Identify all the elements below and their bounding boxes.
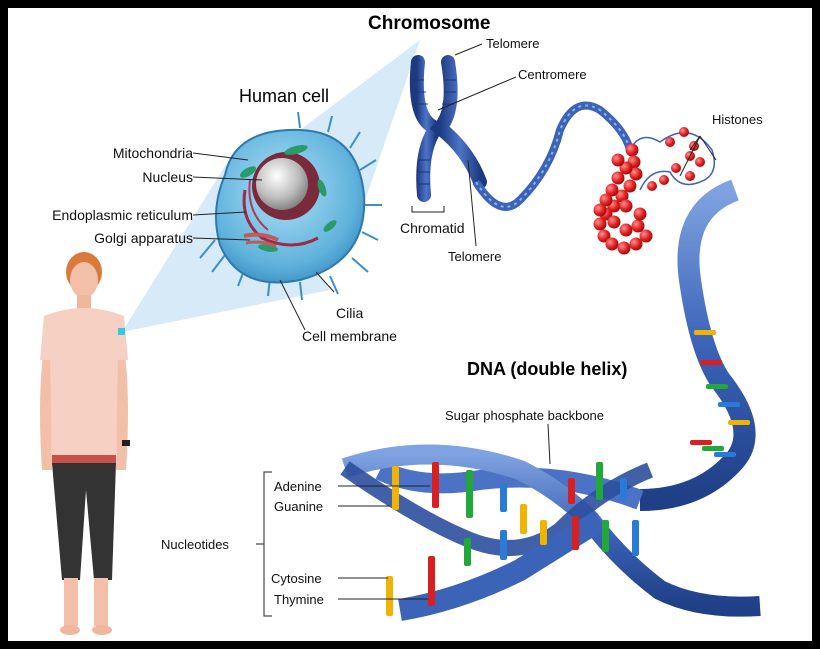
histone-bead — [597, 229, 611, 243]
base-pair — [500, 530, 507, 560]
base-pair — [466, 470, 473, 518]
histone-bead — [619, 199, 633, 213]
diagram-canvas: Chromosome Human cell DNA (double helix)… — [8, 8, 812, 641]
base-pair — [602, 520, 609, 552]
histone-bead — [639, 229, 653, 243]
histone-bead — [665, 137, 675, 147]
histone-bead — [659, 175, 669, 185]
histone-bead — [633, 207, 647, 221]
histone-bead — [617, 241, 631, 255]
histone-bead — [623, 179, 637, 193]
human-figure — [40, 252, 130, 635]
base-pair — [706, 384, 728, 389]
base-pair — [702, 446, 724, 451]
label-telomere-bottom: Telomere — [448, 249, 501, 264]
dna-double-helix — [340, 179, 761, 621]
histone-bead — [605, 183, 619, 197]
label-cytosine: Cytosine — [271, 571, 322, 586]
histone-bead — [599, 193, 613, 207]
base-pair — [700, 360, 722, 365]
histone-bead — [695, 157, 705, 167]
base-pair — [632, 520, 639, 556]
base-pair — [694, 330, 716, 335]
diagram-svg: Chromosome Human cell DNA (double helix)… — [40, 13, 763, 635]
label-adenine: Adenine — [274, 479, 322, 494]
histone-bead — [679, 127, 689, 137]
base-pair — [464, 538, 471, 566]
heading-human-cell: Human cell — [239, 86, 329, 106]
base-pair — [540, 520, 547, 545]
label-cilia: Cilia — [336, 305, 363, 321]
histone-bead — [647, 181, 657, 191]
histone-bead — [619, 161, 633, 175]
histone-beads — [593, 127, 715, 255]
base-pair — [568, 478, 575, 504]
label-nucleus: Nucleus — [142, 169, 193, 185]
label-telomere-top: Telomere — [486, 36, 539, 51]
histone-bead — [615, 189, 629, 203]
heading-chromosome: Chromosome — [368, 13, 490, 34]
histone-bead — [593, 203, 607, 217]
histone-bead — [625, 143, 639, 157]
histone-bead — [605, 237, 619, 251]
leader-lines — [192, 43, 717, 617]
histone-bead — [631, 219, 645, 233]
human-cell — [199, 111, 382, 301]
label-endoplasmic-reticulum: Endoplasmic reticulum — [52, 207, 193, 223]
histone-bead — [629, 167, 643, 181]
histone-bead — [685, 171, 695, 181]
base-pair — [596, 462, 603, 500]
histone-bead — [611, 153, 625, 167]
label-chromatid: Chromatid — [400, 220, 465, 236]
histone-bead — [671, 163, 681, 173]
label-golgi-apparatus: Golgi apparatus — [94, 230, 193, 246]
base-pair — [620, 478, 627, 500]
label-nucleotides: Nucleotides — [161, 537, 229, 552]
base-pair — [500, 484, 507, 512]
base-pair — [520, 504, 527, 534]
heading-dna: DNA (double helix) — [467, 359, 627, 379]
base-pair — [690, 440, 712, 445]
chromosome — [409, 55, 634, 211]
histone-bead — [607, 215, 621, 229]
base-pair — [714, 452, 736, 457]
label-mitochondria: Mitochondria — [113, 145, 193, 161]
label-histones: Histones — [712, 112, 763, 127]
histone-bead — [619, 223, 633, 237]
base-pair — [386, 576, 393, 616]
base-pair — [392, 466, 399, 510]
label-sugar-phosphate-backbone: Sugar phosphate backbone — [445, 408, 604, 423]
label-thymine: Thymine — [274, 592, 324, 607]
base-pair — [432, 462, 439, 508]
base-pair — [428, 556, 435, 606]
histone-bead — [629, 237, 643, 251]
base-pair — [718, 402, 740, 407]
histone-bead — [593, 217, 607, 231]
histone-bead — [611, 171, 625, 185]
label-centromere: Centromere — [518, 67, 587, 82]
base-pair — [728, 420, 750, 425]
label-guanine: Guanine — [274, 499, 323, 514]
base-pair — [572, 516, 579, 550]
label-cell-membrane: Cell membrane — [302, 328, 397, 344]
